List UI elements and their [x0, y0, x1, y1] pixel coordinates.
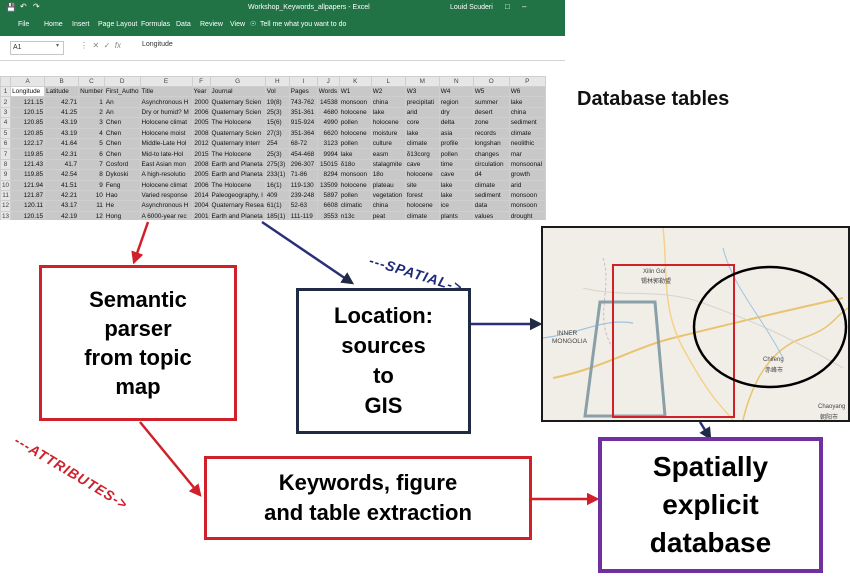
- tab-formulas[interactable]: Formulas: [141, 21, 171, 28]
- location-line: sources: [341, 333, 426, 358]
- formula-value[interactable]: Longitude: [142, 41, 173, 48]
- arrow-map-to-db: [698, 421, 712, 441]
- database-tables-label: Database tables: [577, 88, 730, 110]
- map-graphics: [543, 228, 848, 420]
- user-name: Louid Scuderi: [450, 4, 493, 11]
- location-gis-box: Location: sources to GIS: [296, 288, 471, 434]
- arrow-parser-to-keywords: [139, 421, 202, 497]
- spatial-db-line: Spatially: [652, 451, 769, 482]
- map-label-chifeng-cn: 赤峰市: [765, 368, 784, 374]
- map-label-xilin: Xilin Gol: [643, 269, 666, 275]
- excel-title-bar: 💾 ↶ ↷ Workshop_Keywords_allpapers - Exce…: [0, 0, 565, 16]
- minimize-icon[interactable]: –: [522, 2, 527, 11]
- table-cell[interactable]: drought: [508, 210, 546, 220]
- tab-review[interactable]: Review: [200, 21, 223, 28]
- semantic-parser-line: parser: [104, 316, 172, 341]
- excel-window: 💾 ↶ ↷ Workshop_Keywords_allpapers - Exce…: [0, 0, 565, 220]
- name-box[interactable]: A1: [10, 41, 64, 55]
- map-label-chifeng: Chifeng: [763, 357, 784, 363]
- arrow-table-to-location: [261, 220, 355, 285]
- row-number[interactable]: 13: [0, 210, 12, 220]
- redo-icon[interactable]: ↷: [33, 2, 40, 11]
- map-label-xilin-cn: 锡林郭勒盟: [641, 279, 672, 285]
- keywords-extraction-box: Keywords, figure and table extraction: [204, 456, 532, 540]
- map-label-chaoyang: Chaoyang: [818, 404, 846, 410]
- location-line: to: [373, 363, 394, 388]
- window-title: Workshop_Keywords_allpapers - Excel: [248, 4, 370, 11]
- location-line: GIS: [364, 393, 403, 418]
- map-label-chaoyang-cn: 朝阳市: [820, 415, 839, 421]
- map-label-mongolia: MONGOLIA: [552, 338, 588, 345]
- formula-icons: ⋮ ✕ ✓ fx: [80, 41, 121, 50]
- keywords-line: Keywords, figure: [278, 470, 458, 495]
- tab-view[interactable]: View: [230, 21, 246, 28]
- map-label-inner: INNER: [557, 330, 578, 337]
- tab-home[interactable]: Home: [44, 21, 63, 28]
- spatial-database-box: Spatially explicit database: [598, 437, 823, 573]
- spatial-db-line: database: [649, 527, 772, 558]
- lightbulb-icon: ☉: [250, 21, 257, 28]
- table-cell[interactable]: Earth and Planeta: [209, 210, 266, 220]
- tab-insert[interactable]: Insert: [72, 21, 90, 28]
- gis-map[interactable]: Xilin Gol 锡林郭勒盟 INNER MONGOLIA Chifeng 赤…: [541, 226, 850, 422]
- keywords-line: and table extraction: [264, 500, 472, 525]
- arrow-table-to-parser: [131, 221, 150, 265]
- name-box-dropdown-icon[interactable]: ▾: [56, 43, 60, 49]
- location-line: Location:: [334, 303, 433, 328]
- semantic-parser-box: Semantic parser from topic map: [39, 265, 237, 421]
- formula-bar: A1 ▾ ⋮ ✕ ✓ fx Longitude: [0, 36, 565, 61]
- tab-file[interactable]: File: [18, 21, 30, 28]
- spatial-db-line: explicit: [662, 489, 759, 520]
- tab-page-layout[interactable]: Page Layout: [98, 21, 138, 28]
- table-cell[interactable]: 42.19: [44, 210, 80, 220]
- save-icon[interactable]: 💾: [6, 3, 16, 12]
- ribbon-tabs: File Home Insert Page Layout Formulas Da…: [0, 16, 565, 36]
- tab-data[interactable]: Data: [176, 21, 191, 28]
- map-red-region: [612, 264, 735, 418]
- semantic-parser-line: Semantic: [89, 287, 187, 312]
- ribbon-display-icon[interactable]: □: [505, 2, 510, 11]
- tell-me-box[interactable]: Tell me what you want to do: [260, 21, 347, 28]
- undo-icon[interactable]: ↶: [20, 2, 27, 11]
- semantic-parser-line: from topic: [84, 345, 192, 370]
- semantic-parser-line: map: [115, 374, 161, 399]
- map-ellipse-region: [692, 265, 848, 389]
